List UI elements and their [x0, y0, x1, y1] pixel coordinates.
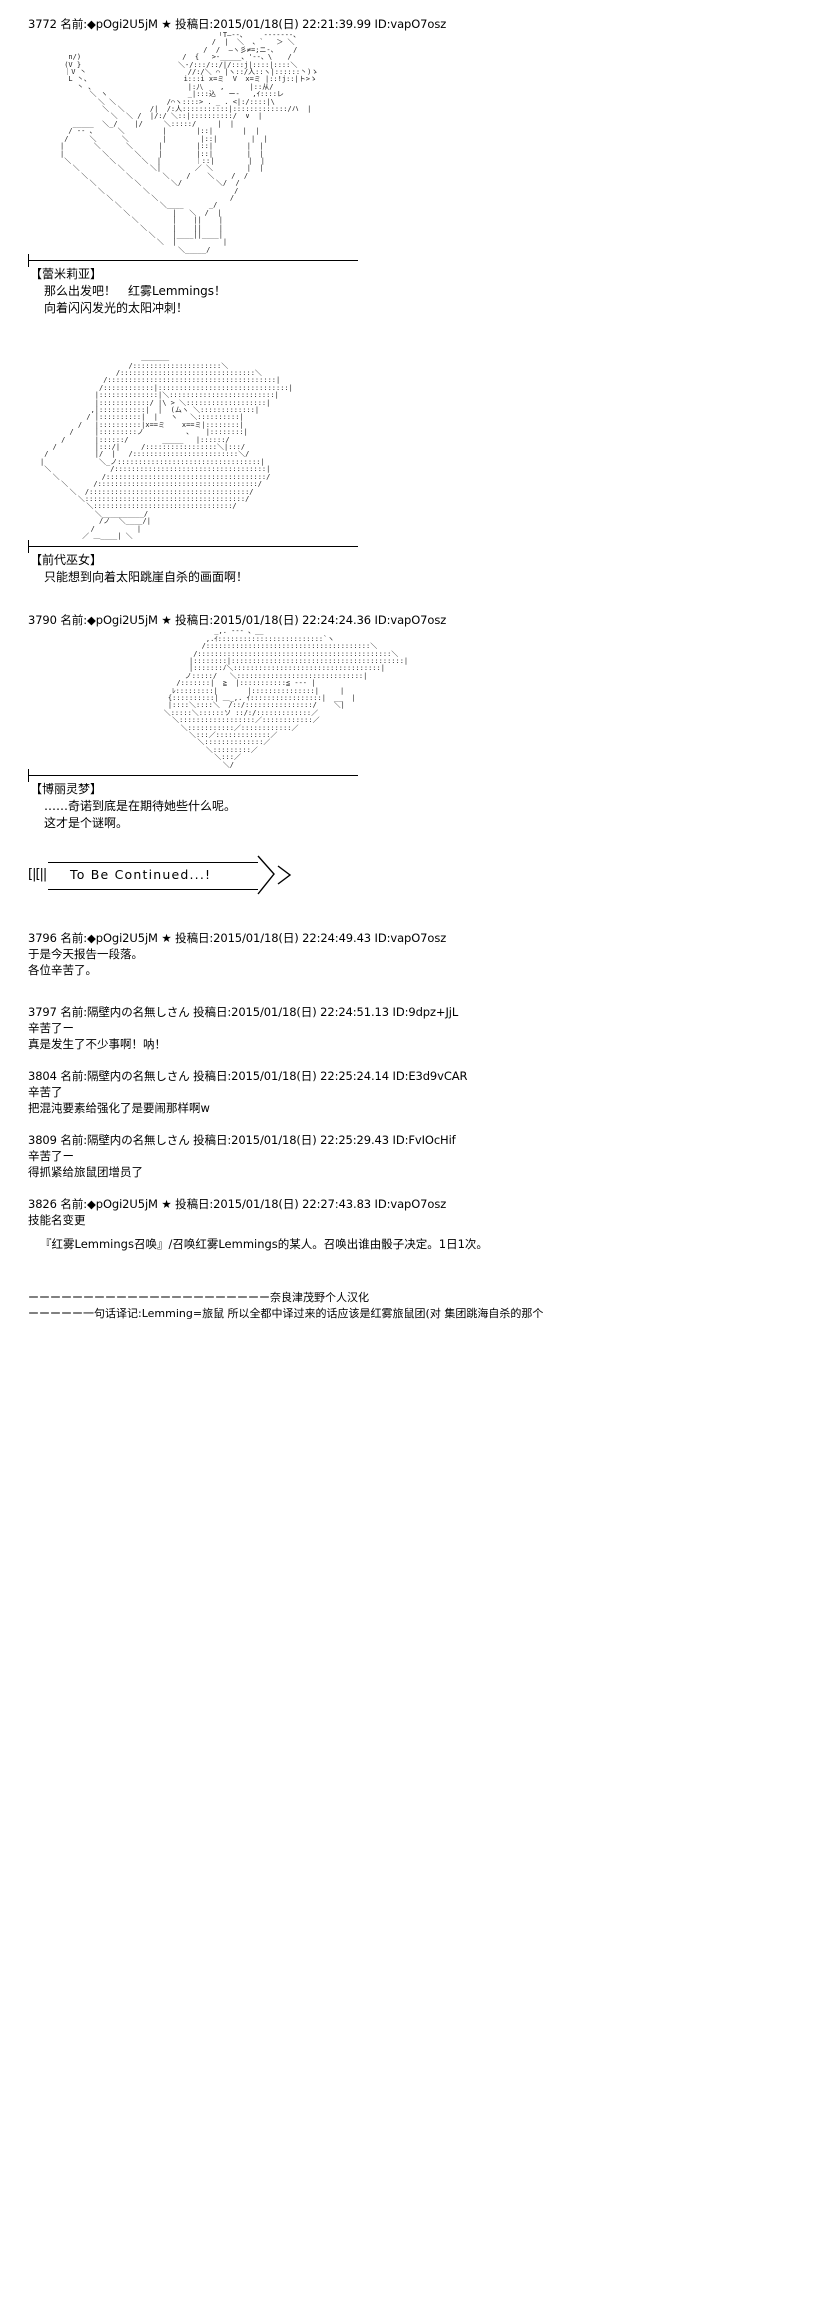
divider-2 [0, 540, 827, 554]
tbc-text: To Be Continued...! [70, 867, 212, 883]
spacer [0, 317, 827, 355]
to-be-continued-banner: [|[|| To Be Continued...! [28, 854, 328, 896]
post-header-3797: 3797 名前:隔壁内の名無しさん 投稿日:2015/01/18(日) 22:2… [28, 1005, 459, 1020]
dialogue-line: 向着闪闪发光的太阳冲刺！ [44, 301, 189, 316]
tbc-box [48, 862, 258, 891]
post-body-line: 于是今天报告一段落。 [28, 947, 143, 962]
spacer [0, 904, 827, 930]
arrow-right-icon [257, 855, 292, 895]
spacer [0, 1228, 827, 1236]
dialogue-speaker-former-miko: 【前代巫女】 [30, 553, 103, 568]
post-body-line: 各位辛苦了。 [28, 963, 97, 978]
divider-bar [28, 546, 358, 548]
dialogue-speaker-reimu: 【博丽灵梦】 [30, 782, 103, 797]
ascii-art-remilia: 「T―--、 -------、 / | ＼ 、` ＞ ＼ / / ―ヽ彡≠=;ニ… [60, 32, 319, 254]
dialogue-line: 那么出发吧！ 红雾Lemmings！ [44, 284, 227, 299]
translator-credit: ーーーーーーーーーーーーーーーーーーーーーー奈良津茂野个人汉化 [28, 1291, 369, 1305]
divider-bar [28, 260, 358, 262]
dialogue-line: 这才是个谜啊。 [44, 816, 129, 831]
tbc-bars: [|[|| [28, 867, 47, 883]
spacer [0, 586, 827, 612]
post-header-3790: 3790 名前:◆pOgi2U5jM ★ 投稿日:2015/01/18(日) 2… [28, 613, 447, 628]
post-skill-description: 『红雾Lemmings召唤』/召唤红雾Lemmings的某人。召唤出谁由骰子决定… [40, 1237, 488, 1252]
divider-bar [28, 775, 358, 777]
post-header-3809: 3809 名前:隔壁内の名無しさん 投稿日:2015/01/18(日) 22:2… [28, 1133, 456, 1148]
divider-3 [0, 769, 827, 783]
spacer [0, 1116, 827, 1132]
spacer [0, 1252, 827, 1290]
translator-note: ーーーーー一句话译记:Lemming=旅鼠 所以全都中译过来的话应该是红雾旅鼠团… [28, 1307, 544, 1321]
dialogue-line: 只能想到向着太阳跳崖自杀的画面啊！ [44, 570, 249, 585]
post-body-line: 辛苦了ー [28, 1149, 74, 1164]
post-header-3796: 3796 名前:◆pOgi2U5jM ★ 投稿日:2015/01/18(日) 2… [28, 931, 447, 946]
ascii-art-reimu: _,. -‐- 、__ ,.ｲ:::::::::::::::::::::::::… [163, 628, 409, 769]
spacer [0, 1180, 827, 1196]
post-body-line: 真是发生了不少事啊！呐！ [28, 1037, 166, 1052]
post-header-3804: 3804 名前:隔壁内の名無しさん 投稿日:2015/01/18(日) 22:2… [28, 1069, 468, 1084]
divider-1 [0, 254, 827, 268]
post-body-line: 得抓紧给旅鼠团增员了 [28, 1165, 143, 1180]
spacer [0, 978, 827, 1004]
post-body-line: 辛苦了ー [28, 1021, 74, 1036]
post-body-line: 把混沌要素给强化了是要闹那样啊w [28, 1101, 210, 1116]
spacer [0, 1052, 827, 1068]
post-body-line: 技能名变更 [28, 1213, 86, 1228]
post-body-line: 辛苦了 [28, 1085, 63, 1100]
spacer [0, 0, 827, 16]
post-header-3772: 3772 名前:◆pOgi2U5jM ★ 投稿日:2015/01/18(日) 2… [28, 17, 447, 31]
ascii-art-former-miko: ＿＿＿＿ /:::::::::::::::::::::＼ /::::::::::… [40, 355, 293, 540]
post-header-3826: 3826 名前:◆pOgi2U5jM ★ 投稿日:2015/01/18(日) 2… [28, 1197, 447, 1212]
dialogue-line: ……奇诺到底是在期待她些什么呢。 [44, 799, 237, 814]
dialogue-speaker-remilia: 【蕾米莉亚】 [30, 267, 103, 282]
